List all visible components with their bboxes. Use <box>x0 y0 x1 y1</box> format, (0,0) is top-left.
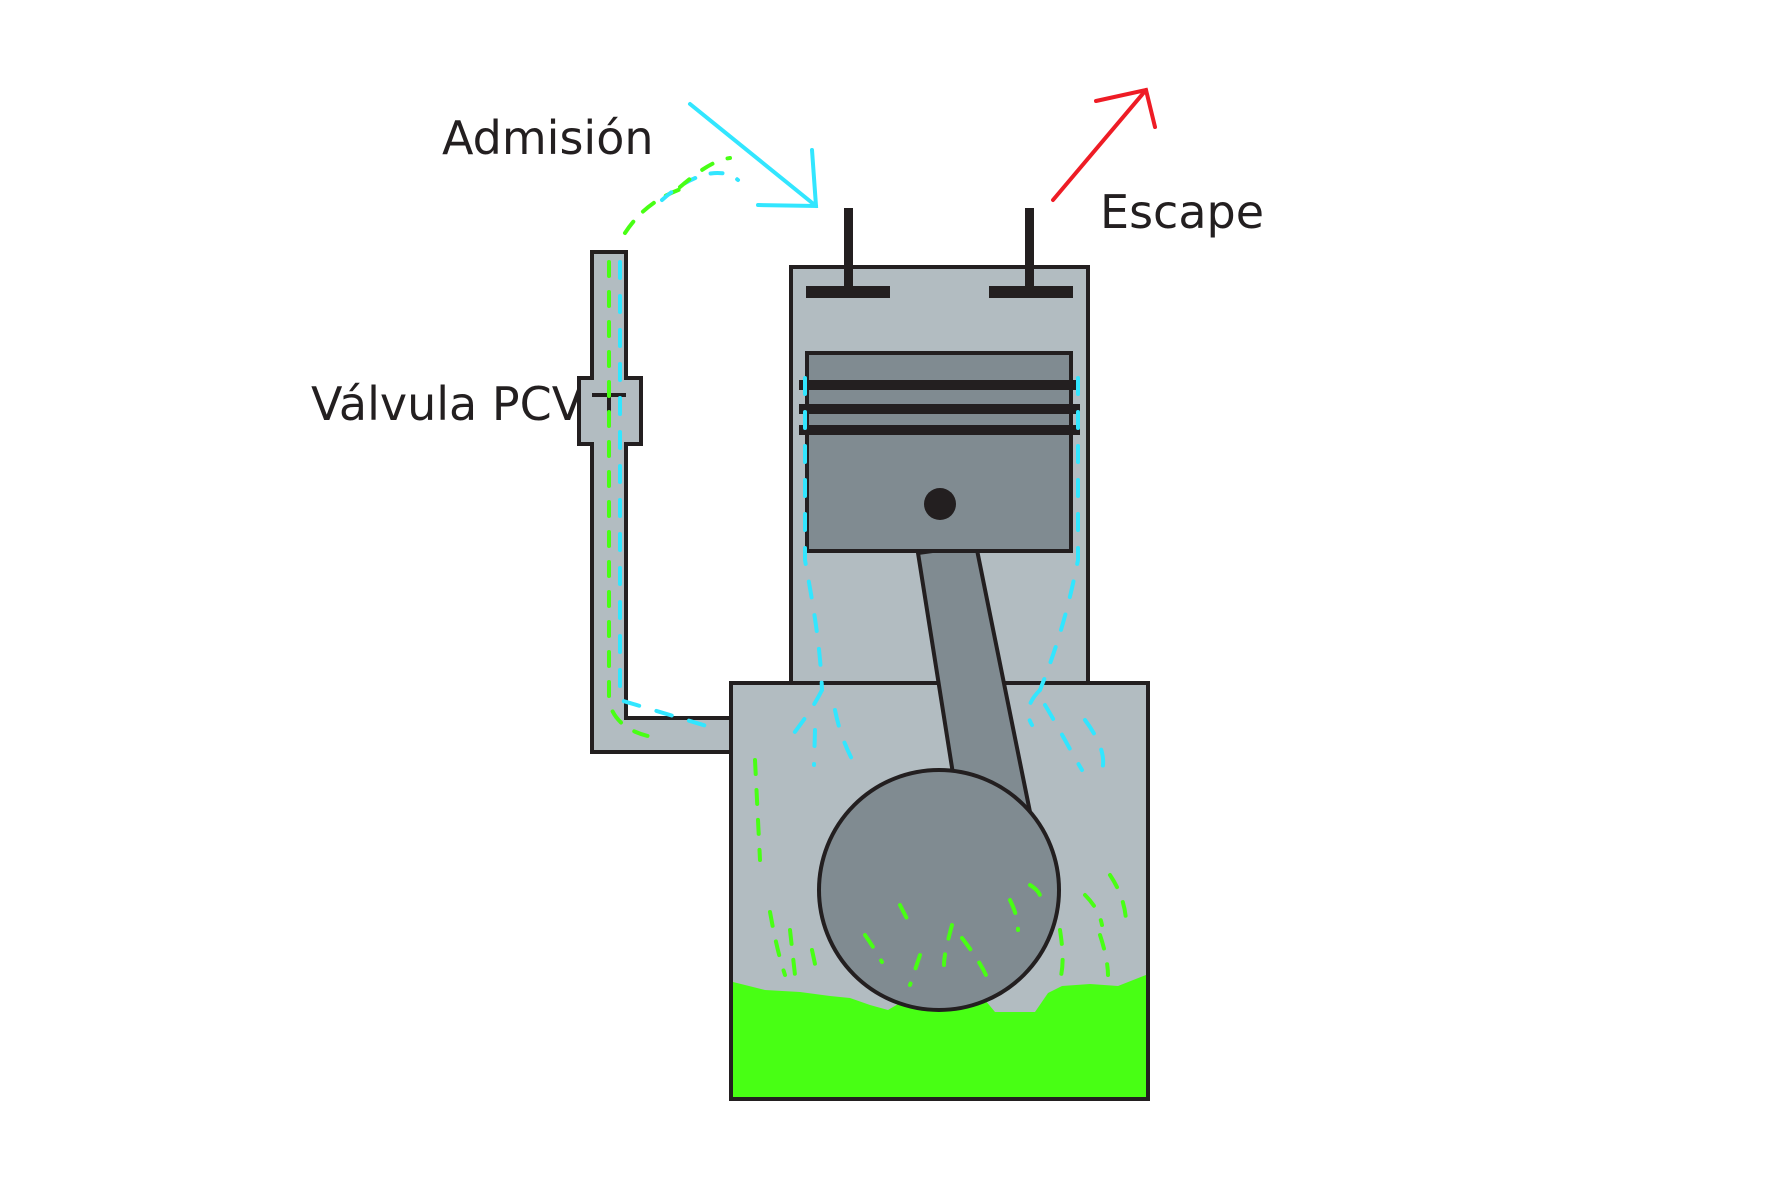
crankshaft <box>817 768 1061 1012</box>
intake-valve <box>806 208 890 298</box>
oil-sump <box>733 975 1146 1097</box>
piston-pin <box>924 488 956 520</box>
oil-vapor-green <box>607 260 1128 987</box>
pcv-valve-label: Válvula PCV <box>311 377 584 431</box>
exhaust-arrow <box>1051 87 1157 202</box>
exhaust-label: Escape <box>1100 185 1264 239</box>
intake-arrow <box>688 102 819 209</box>
recirculated-gas-flow <box>623 156 740 235</box>
blowby-gas-cyan <box>618 260 1106 777</box>
exhaust-valve <box>989 208 1073 298</box>
intake-label: Admisión <box>442 111 654 165</box>
pcv-tube <box>577 250 737 754</box>
piston-rings <box>799 380 1080 435</box>
